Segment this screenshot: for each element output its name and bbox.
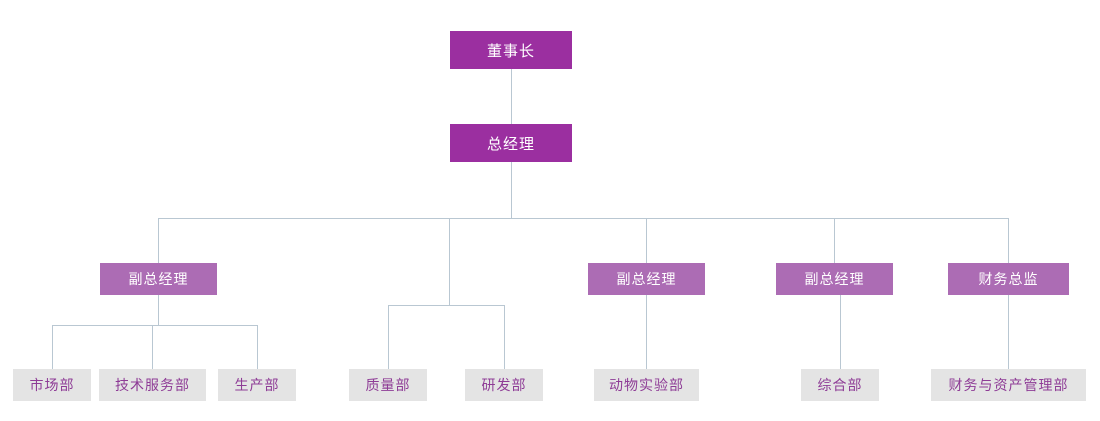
node-general-manager[interactable]: 总经理 bbox=[450, 124, 572, 162]
connector-chairman-to-gm bbox=[511, 69, 512, 124]
node-dept-quality[interactable]: 质量部 bbox=[349, 369, 427, 401]
connector-to-dept4 bbox=[388, 305, 389, 369]
connector-bus-to-branch2 bbox=[449, 218, 450, 305]
connector-branch2-bus bbox=[388, 305, 505, 306]
connector-to-dept3 bbox=[257, 325, 258, 369]
node-dept-animal-lab[interactable]: 动物实验部 bbox=[594, 369, 699, 401]
connector-to-dept2 bbox=[152, 325, 153, 369]
connector-gm-to-bus bbox=[511, 162, 512, 219]
node-dept-marketing[interactable]: 市场部 bbox=[13, 369, 91, 401]
connector-level3-bus bbox=[158, 218, 1009, 219]
connector-bus-to-dgm1 bbox=[158, 218, 159, 263]
node-dept-finance-asset[interactable]: 财务与资产管理部 bbox=[931, 369, 1086, 401]
node-dept-production[interactable]: 生产部 bbox=[218, 369, 296, 401]
node-deputy-gm-3[interactable]: 副总经理 bbox=[776, 263, 893, 295]
connector-bus-to-dgm2 bbox=[646, 218, 647, 263]
connector-to-dept6 bbox=[646, 295, 647, 369]
node-dept-rnd[interactable]: 研发部 bbox=[465, 369, 543, 401]
connector-to-dept7 bbox=[840, 295, 841, 369]
node-chairman[interactable]: 董事长 bbox=[450, 31, 572, 69]
node-deputy-gm-2[interactable]: 副总经理 bbox=[588, 263, 705, 295]
connector-dgm1-down bbox=[158, 295, 159, 325]
node-deputy-gm-1[interactable]: 副总经理 bbox=[100, 263, 217, 295]
connector-bus-to-cfo bbox=[1008, 218, 1009, 263]
connector-to-dept5 bbox=[504, 305, 505, 369]
connector-dgm1-bus bbox=[52, 325, 258, 326]
node-dept-general-affairs[interactable]: 综合部 bbox=[801, 369, 879, 401]
connector-to-dept1 bbox=[52, 325, 53, 369]
node-dept-technical-service[interactable]: 技术服务部 bbox=[99, 369, 206, 401]
connector-bus-to-dgm3 bbox=[834, 218, 835, 263]
connector-to-dept8 bbox=[1008, 295, 1009, 369]
node-cfo[interactable]: 财务总监 bbox=[948, 263, 1069, 295]
